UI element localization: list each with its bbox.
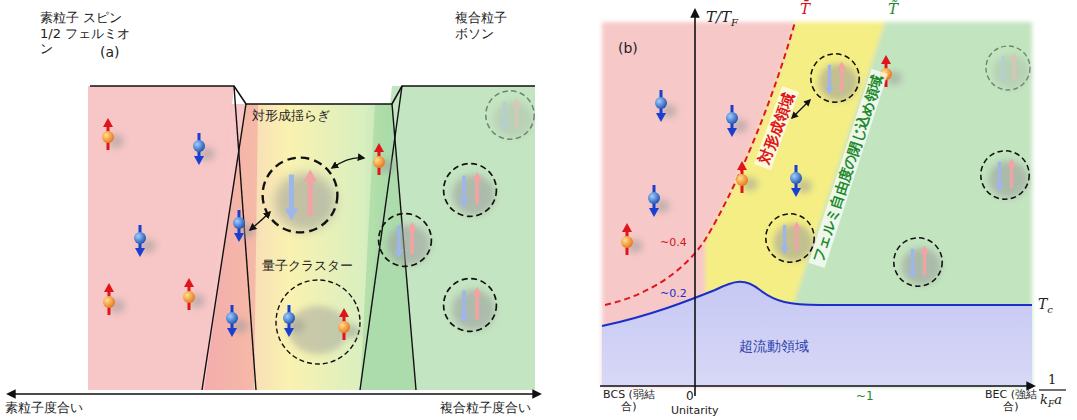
panel-letter: (b) xyxy=(618,40,638,57)
curve-label: T̄ xyxy=(800,0,810,18)
region-label: 量子クラスター xyxy=(262,258,353,274)
curve-label: T xyxy=(1038,296,1047,313)
svg-use xyxy=(379,214,432,267)
spin-down xyxy=(790,165,812,197)
spin-up xyxy=(183,278,205,310)
svg-use xyxy=(811,54,859,102)
region-label: 対形成揺らぎ xyxy=(252,108,330,124)
axis-end-label: 複合粒子度合い xyxy=(440,400,531,416)
boson-pair xyxy=(444,164,497,217)
spin-down xyxy=(648,185,670,217)
curve-label: T̃ xyxy=(888,0,898,18)
axis-end-label: BEC (強結合) xyxy=(980,389,1042,414)
spin-down xyxy=(134,225,156,257)
spin-up xyxy=(373,143,395,175)
boson-region xyxy=(360,86,535,390)
panel-a xyxy=(8,86,540,394)
y-axis xyxy=(694,10,696,396)
boundary-line xyxy=(202,104,246,390)
spin-down xyxy=(726,105,748,137)
tick-label: ~1 xyxy=(856,389,874,403)
axis-end-label: 素粒子度合い xyxy=(5,400,83,416)
fermion-caption: 素粒子 スピン1/2 フェルミオン xyxy=(40,10,132,57)
curve-subscript: c xyxy=(1047,304,1053,316)
fraction-sub: F xyxy=(1048,399,1054,410)
boson-pair xyxy=(894,238,942,286)
spin-up xyxy=(338,308,360,340)
pair-cluster xyxy=(263,158,338,233)
exchange-arrow xyxy=(250,212,270,230)
pair-cluster xyxy=(811,54,859,102)
spin-down xyxy=(655,90,677,122)
boundary-line xyxy=(234,86,256,390)
exchange-arrow xyxy=(332,158,364,168)
svg-use xyxy=(444,164,497,217)
frame-line xyxy=(90,86,535,104)
x-axis xyxy=(600,385,1034,387)
svg-use xyxy=(981,151,1029,199)
spin-down xyxy=(233,210,255,242)
fraction-den: k xyxy=(1040,392,1048,408)
tick-label: 0 xyxy=(686,389,694,403)
boson-pair xyxy=(981,151,1029,199)
svg-use xyxy=(444,279,497,332)
region-label: 超流動領域 xyxy=(739,338,817,356)
boson-pair xyxy=(444,279,497,332)
panel-b xyxy=(600,10,1066,396)
tick-label: ~0.4 xyxy=(660,236,687,249)
fermion-edge xyxy=(204,104,258,390)
svg-use xyxy=(986,46,1030,90)
fraction-num: 1 xyxy=(1048,372,1056,388)
spin-up xyxy=(621,223,643,255)
tick-label: ~0.2 xyxy=(660,287,687,300)
tc-curve xyxy=(602,282,1032,326)
cluster-circle xyxy=(276,280,360,364)
axis-subscript: F xyxy=(731,17,738,29)
phase-grounds xyxy=(602,22,1032,387)
normal-region xyxy=(602,22,1032,387)
degree-axis xyxy=(8,393,540,395)
boson-pair xyxy=(379,214,432,267)
spin-up xyxy=(103,283,125,315)
axis-title: T/T xyxy=(706,8,731,26)
spin-down xyxy=(193,133,215,165)
boson-pair xyxy=(486,91,534,139)
panel-letter: (a) xyxy=(100,44,120,61)
pair-cluster xyxy=(766,214,814,262)
spin-up xyxy=(102,118,124,150)
boson-caption: 複合粒子 ボソン xyxy=(455,10,517,41)
spin-up xyxy=(736,161,758,193)
axis-end-label: BCS (弱結合) xyxy=(598,389,660,414)
fraction-den: a xyxy=(1054,392,1062,408)
boson-pair xyxy=(986,46,1030,90)
svg-use xyxy=(263,158,338,233)
spin-down xyxy=(283,305,305,337)
svg-use xyxy=(486,91,534,139)
axis-end-label: Unitarity xyxy=(671,404,719,417)
superfluid-fill xyxy=(602,282,1032,387)
svg-use xyxy=(894,238,942,286)
svg-use xyxy=(766,214,814,262)
spin-down xyxy=(226,305,248,337)
fraction-bar xyxy=(1039,389,1066,390)
region-label-box: 超流動領域 xyxy=(735,336,821,358)
